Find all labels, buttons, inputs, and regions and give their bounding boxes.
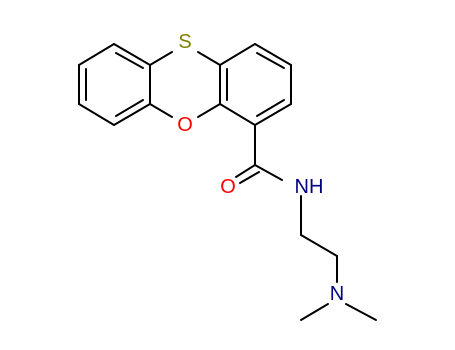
carbonyl-bond <box>239 171 260 184</box>
bond <box>113 103 151 126</box>
bond <box>197 103 221 118</box>
bond <box>219 103 256 126</box>
amide-nitrogen-atom: NH <box>295 176 324 198</box>
bond <box>149 51 173 66</box>
double-bond-inner <box>115 99 144 117</box>
bond <box>254 43 292 66</box>
bond <box>300 234 338 257</box>
left-benzene-ring <box>78 43 151 126</box>
carbonyl-bond <box>235 164 256 178</box>
side-chain <box>300 195 377 321</box>
central-ring <box>149 51 221 118</box>
amine-nitrogen-atom: N <box>330 283 344 305</box>
bond <box>300 303 329 321</box>
amide-group <box>235 124 283 184</box>
carbonyl-oxygen-atom: O <box>220 176 236 198</box>
bond <box>113 43 151 66</box>
double-bond-inner <box>115 52 144 69</box>
double-bond-inner <box>256 52 285 69</box>
sulfur-atom: S <box>178 31 191 53</box>
bond <box>78 103 115 126</box>
bond <box>78 43 115 66</box>
double-bond-inner <box>256 99 285 117</box>
bond <box>219 43 256 66</box>
right-benzene-ring <box>219 43 292 126</box>
bond <box>149 103 173 118</box>
bond <box>254 103 292 126</box>
ring-oxygen-atom: O <box>177 114 193 136</box>
bond <box>254 164 283 181</box>
bond <box>197 51 221 66</box>
bond <box>345 303 377 321</box>
